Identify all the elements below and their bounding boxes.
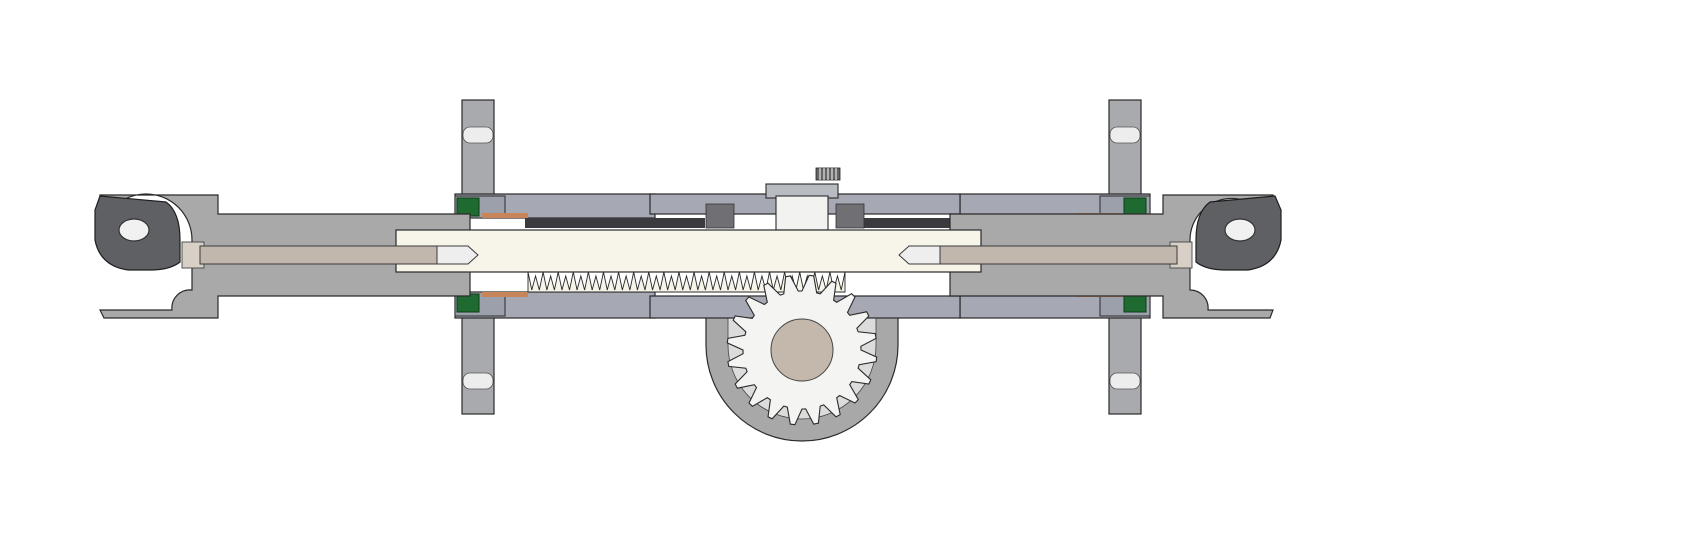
bushing	[482, 292, 528, 297]
right-rod-tip	[898, 245, 941, 265]
rack-bar	[395, 229, 982, 293]
pinion-hub	[770, 318, 834, 382]
left-piston-rod	[199, 245, 479, 265]
seal	[456, 197, 480, 217]
right-piston-rod	[898, 245, 1178, 265]
rack-teeth	[527, 271, 846, 293]
pinion-gear	[726, 274, 878, 426]
flange-bolt-hole	[462, 126, 494, 144]
left-rod-tip	[436, 245, 479, 265]
left-eye-hole	[118, 218, 150, 242]
seal	[1123, 197, 1147, 217]
rack-tooth-profile	[527, 271, 846, 293]
flange-bolt-hole	[462, 372, 494, 390]
top-fitting	[765, 167, 841, 231]
flange-bolt-hole	[1109, 126, 1141, 144]
flange-bolt-hole	[1109, 372, 1141, 390]
seal	[1123, 293, 1147, 313]
cylinder-bore-shadow	[525, 218, 705, 228]
right-eye-hole	[1224, 218, 1256, 242]
right-flange	[1108, 99, 1142, 415]
cylinder-bore-shadow	[850, 218, 960, 228]
bushing	[482, 213, 528, 218]
seal	[456, 293, 480, 313]
